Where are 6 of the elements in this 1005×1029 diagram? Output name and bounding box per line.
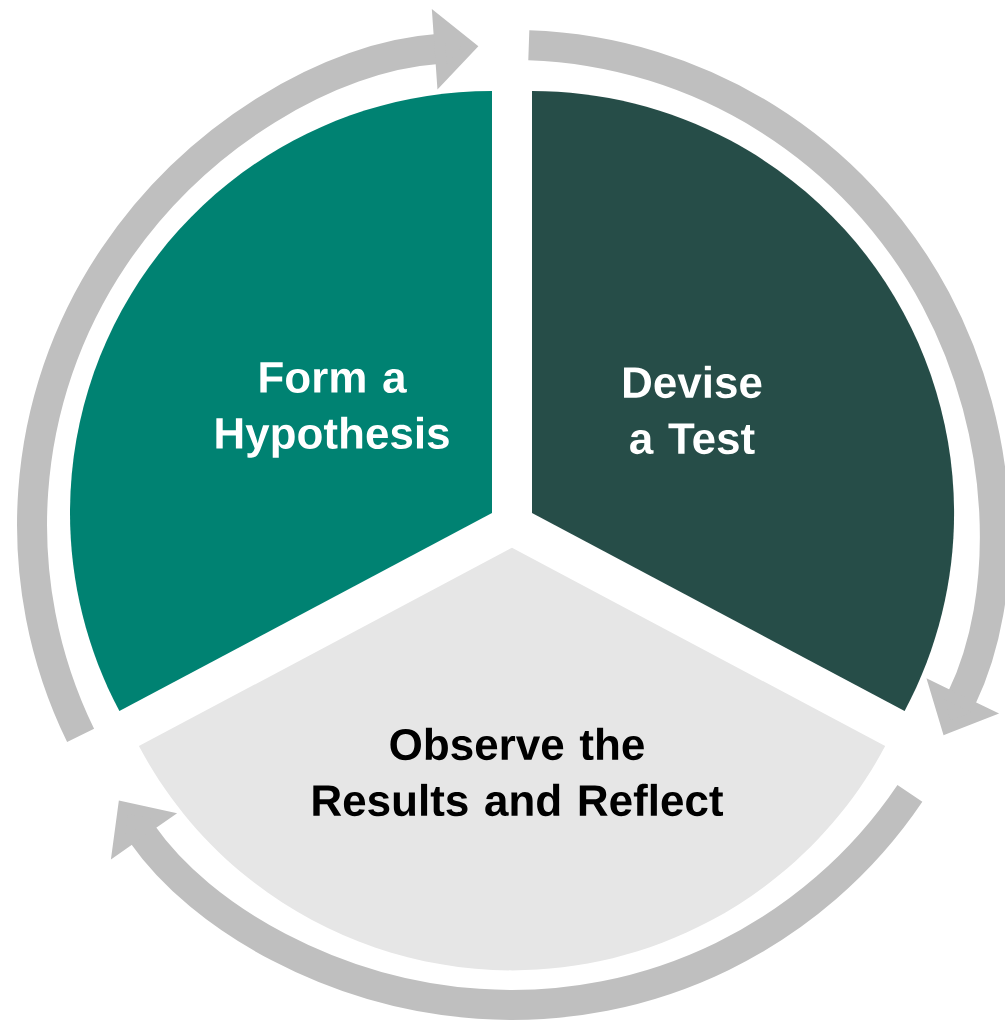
sector-label: Observe the Results and Reflect	[313, 727, 723, 817]
sector-label: Form a Hypothesis	[216, 362, 449, 458]
pie-sector	[138, 547, 886, 971]
pie-sector	[70, 91, 492, 712]
sector-label: Devise a Test	[624, 365, 762, 455]
pie-sector	[532, 91, 954, 712]
